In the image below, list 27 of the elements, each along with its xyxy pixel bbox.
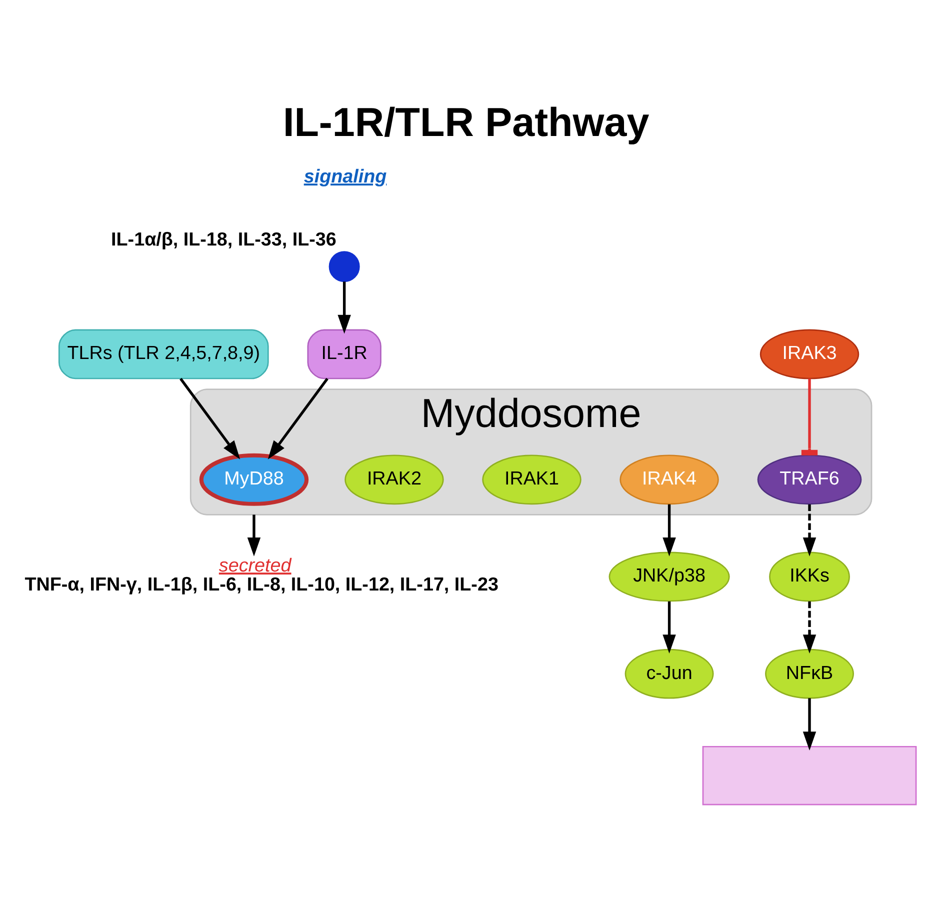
node-text: secreted TNF-α, IFN-γ, IL-1β, IL-6, IL-8, IL-10, IL-12, IL-17, IL-23 [24, 554, 498, 594]
node-label: IL-1α/β, IL-18, IL-33, IL-36 [111, 228, 336, 250]
node-box [702, 746, 917, 806]
node-box: IL-1R [307, 329, 382, 380]
node-ellipse: NFκB [765, 648, 854, 699]
arrow [268, 378, 328, 460]
node-ellipse: IKKs [769, 552, 850, 602]
node-ellipse: IRAK3 [760, 329, 860, 380]
label: signaling [304, 166, 387, 187]
arrow [247, 514, 261, 556]
node-ellipse: TRAF6 [757, 454, 862, 505]
node-ellipse: c-Jun [624, 648, 714, 699]
node-ellipse: MyD88 [199, 453, 309, 506]
arrow [662, 504, 676, 556]
arrow [180, 378, 240, 460]
arrow [802, 698, 816, 751]
arrow [802, 601, 816, 654]
node-box: TLRs (TLR 2,4,5,7,8,9) [58, 329, 269, 380]
node-ellipse: IRAK1 [482, 454, 582, 505]
node-circle [328, 251, 360, 282]
diagram-title: IL-1R/TLR Pathway [282, 98, 650, 145]
arrow [802, 504, 816, 556]
arrow [338, 282, 351, 334]
node-ellipse: JNK/p38 [608, 552, 730, 602]
node-ellipse: IRAK4 [620, 454, 719, 505]
node-ellipse: IRAK2 [344, 454, 444, 505]
arrow [662, 601, 676, 654]
